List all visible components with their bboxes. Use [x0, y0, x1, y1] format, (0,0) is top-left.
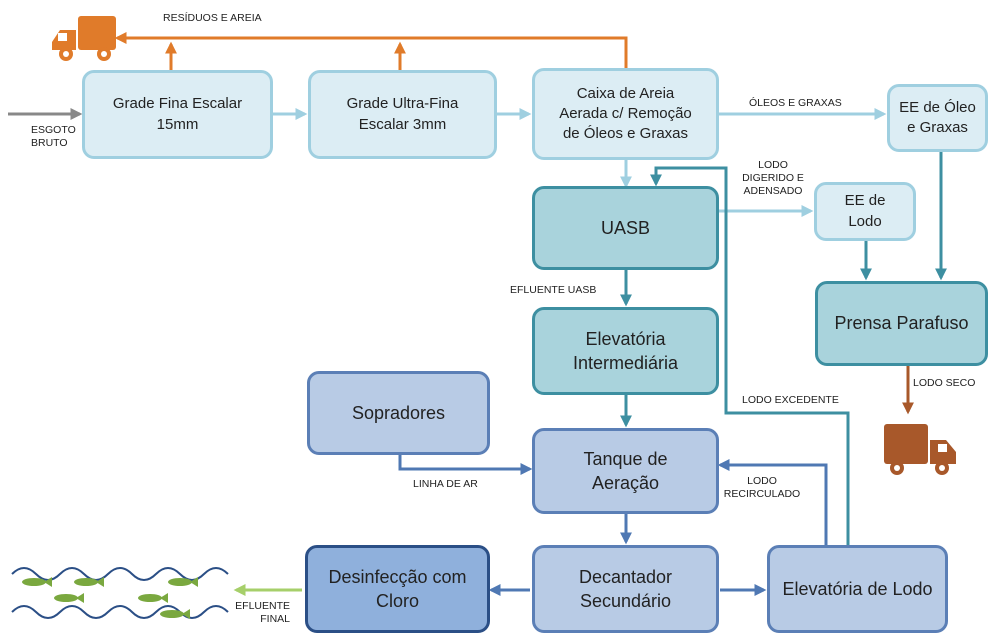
label-lodo-seco: LODO SECO — [913, 377, 976, 389]
node-desinfeccao-label: Desinfecção com Cloro — [328, 566, 467, 611]
node-decantador-secundario: Decantador Secundário — [532, 545, 719, 633]
node-ee-lodo: EE de Lodo — [814, 182, 916, 241]
label-lodo-digerido: LODO DIGERIDO E ADENSADO — [742, 159, 804, 198]
node-elevatoria-de-lodo: Elevatória de Lodo — [767, 545, 948, 633]
node-uasb: UASB — [532, 186, 719, 270]
node-sopradores-label: Sopradores — [351, 402, 446, 423]
node-uasb-label: UASB — [600, 217, 651, 238]
node-prensa-parafuso-label: Prensa Parafuso — [834, 313, 969, 334]
pretreatment-arrows — [273, 108, 887, 217]
node-ee-oleo-label: EE de Óleo e Graxas — [899, 98, 976, 136]
node-prensa-parafuso: Prensa Parafuso — [815, 281, 988, 366]
truck-icon — [52, 16, 116, 61]
node-grade-ultra-fina-label: Grade Ultra-Fina Escalar 3mm — [346, 95, 459, 133]
label-oleos-e-graxas: ÓLEOS E GRAXAS — [749, 97, 842, 109]
node-grade-fina: Grade Fina Escalar 15mm — [82, 70, 273, 159]
node-ee-oleo: EE de Óleo e Graxas — [887, 84, 988, 152]
node-elevatoria-de-lodo-label: Elevatória de Lodo — [782, 578, 933, 599]
fish-icon — [22, 577, 198, 619]
truck-icon — [884, 424, 956, 475]
label-lodo-recirculado: LODO RECIRCULADO — [723, 475, 801, 501]
node-caixa-de-areia: Caixa de Areia Aerada c/ Remoção de Óleo… — [532, 68, 719, 160]
sludge-teal-arrows — [620, 152, 947, 545]
node-tanque-de-aeracao-label: Tanque de Aeração — [583, 448, 668, 493]
node-ee-lodo-label: EE de Lodo — [844, 192, 886, 230]
residue-arrows — [114, 32, 628, 70]
node-grade-ultra-fina: Grade Ultra-Fina Escalar 3mm — [308, 70, 497, 159]
label-residuos-e-areia: RESÍDUOS E AREIA — [163, 12, 262, 24]
label-lodo-excedente: LODO EXCEDENTE — [742, 394, 839, 406]
label-esgoto-bruto: ESGOTO BRUTO — [31, 124, 76, 150]
label-efluente-final: EFLUENTE FINAL — [235, 600, 290, 626]
node-elevatoria-intermediaria-label: Elevatória Intermediária — [572, 328, 679, 373]
node-elevatoria-intermediaria: Elevatória Intermediária — [532, 307, 719, 395]
label-efluente-uasb: EFLUENTE UASB — [510, 284, 597, 296]
node-desinfeccao: Desinfecção com Cloro — [305, 545, 490, 633]
node-decantador-secundario-label: Decantador Secundário — [578, 566, 673, 611]
node-sopradores: Sopradores — [307, 371, 490, 455]
node-grade-fina-label: Grade Fina Escalar 15mm — [112, 95, 243, 133]
node-caixa-de-areia-label: Caixa de Areia Aerada c/ Remoção de Óleo… — [559, 84, 692, 143]
label-linha-de-ar: LINHA DE AR — [413, 478, 478, 490]
wave-icon — [11, 567, 229, 619]
node-tanque-de-aeracao: Tanque de Aeração — [532, 428, 719, 514]
activated-sludge-arrows — [398, 455, 828, 596]
